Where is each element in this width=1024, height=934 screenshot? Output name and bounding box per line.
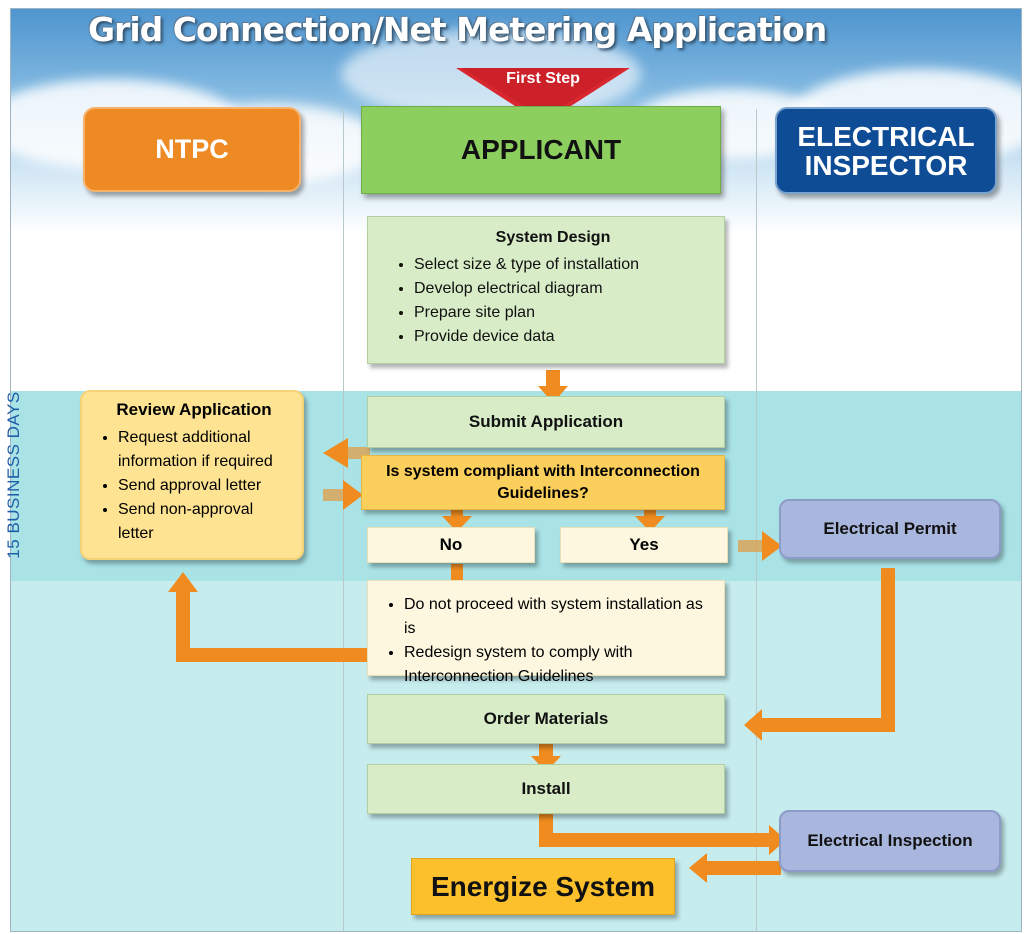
list-item: Send approval letter [118,474,292,498]
inspector-label-line2: INSPECTOR [804,149,968,181]
energize-system-label: Energize System [430,870,656,902]
ntpc-label: NTPC [155,134,229,164]
list-item: Do not proceed with system installation … [404,593,714,641]
submit-application-label: Submit Application [468,412,624,431]
list-item: Provide device data [414,325,714,349]
order-materials-label: Order Materials [483,709,609,728]
electrical-permit-label: Electrical Permit [823,519,957,538]
list-item: Send non-approval letter [118,498,292,546]
inspector-label-line1: ELECTRICAL [797,120,975,152]
energize-system-box: Energize System [411,858,675,915]
answer-yes-label: Yes [629,535,659,554]
first-step-label: First Step [506,70,580,87]
lane-divider [756,109,757,931]
list-item: Select size & type of installation [414,253,714,277]
electrical-permit-box: Electrical Permit [779,499,1001,559]
list-item: Develop electrical diagram [414,277,714,301]
list-item: Prepare site plan [414,301,714,325]
system-design-box: System Design Select size & type of inst… [367,216,725,364]
electrical-inspection-box: Electrical Inspection [779,810,1001,872]
install-box: Install [367,764,725,814]
review-application-box: Review Application Request additional in… [80,390,304,560]
compliance-decision-box: Is system compliant with Interconnection… [361,455,725,510]
timeline-label: 15 BUSINESS DAYS [4,391,23,559]
electrical-inspection-label: Electrical Inspection [807,831,973,850]
applicant-lane-header: APPLICANT [361,106,721,194]
ntpc-lane-header: NTPC [83,107,301,192]
first-step-marker [456,68,630,124]
answer-no-label: No [439,535,463,554]
system-design-heading: System Design [495,229,611,246]
list-item: Redesign system to comply with Interconn… [404,641,714,689]
review-list: Request additional information if requir… [96,426,292,546]
redesign-box: Do not proceed with system installation … [367,580,725,685]
inspector-lane-header: ELECTRICAL INSPECTOR [775,107,997,194]
compliance-question: Is system compliant with Interconnection… [386,462,700,502]
order-materials-box: Order Materials [367,694,725,744]
submit-application-box: Submit Application [367,396,725,448]
redesign-list: Do not proceed with system installation … [382,593,714,689]
install-label: Install [521,779,571,798]
answer-yes-box: Yes [560,527,728,563]
system-design-list: Select size & type of installation Devel… [392,253,714,349]
answer-no-box: No [367,527,535,563]
lane-divider [343,109,344,931]
review-heading: Review Application [116,400,272,419]
applicant-label: APPLICANT [460,134,622,165]
page-title: Grid Connection/Net Metering Application [88,10,827,49]
list-item: Request additional information if requir… [118,426,292,474]
